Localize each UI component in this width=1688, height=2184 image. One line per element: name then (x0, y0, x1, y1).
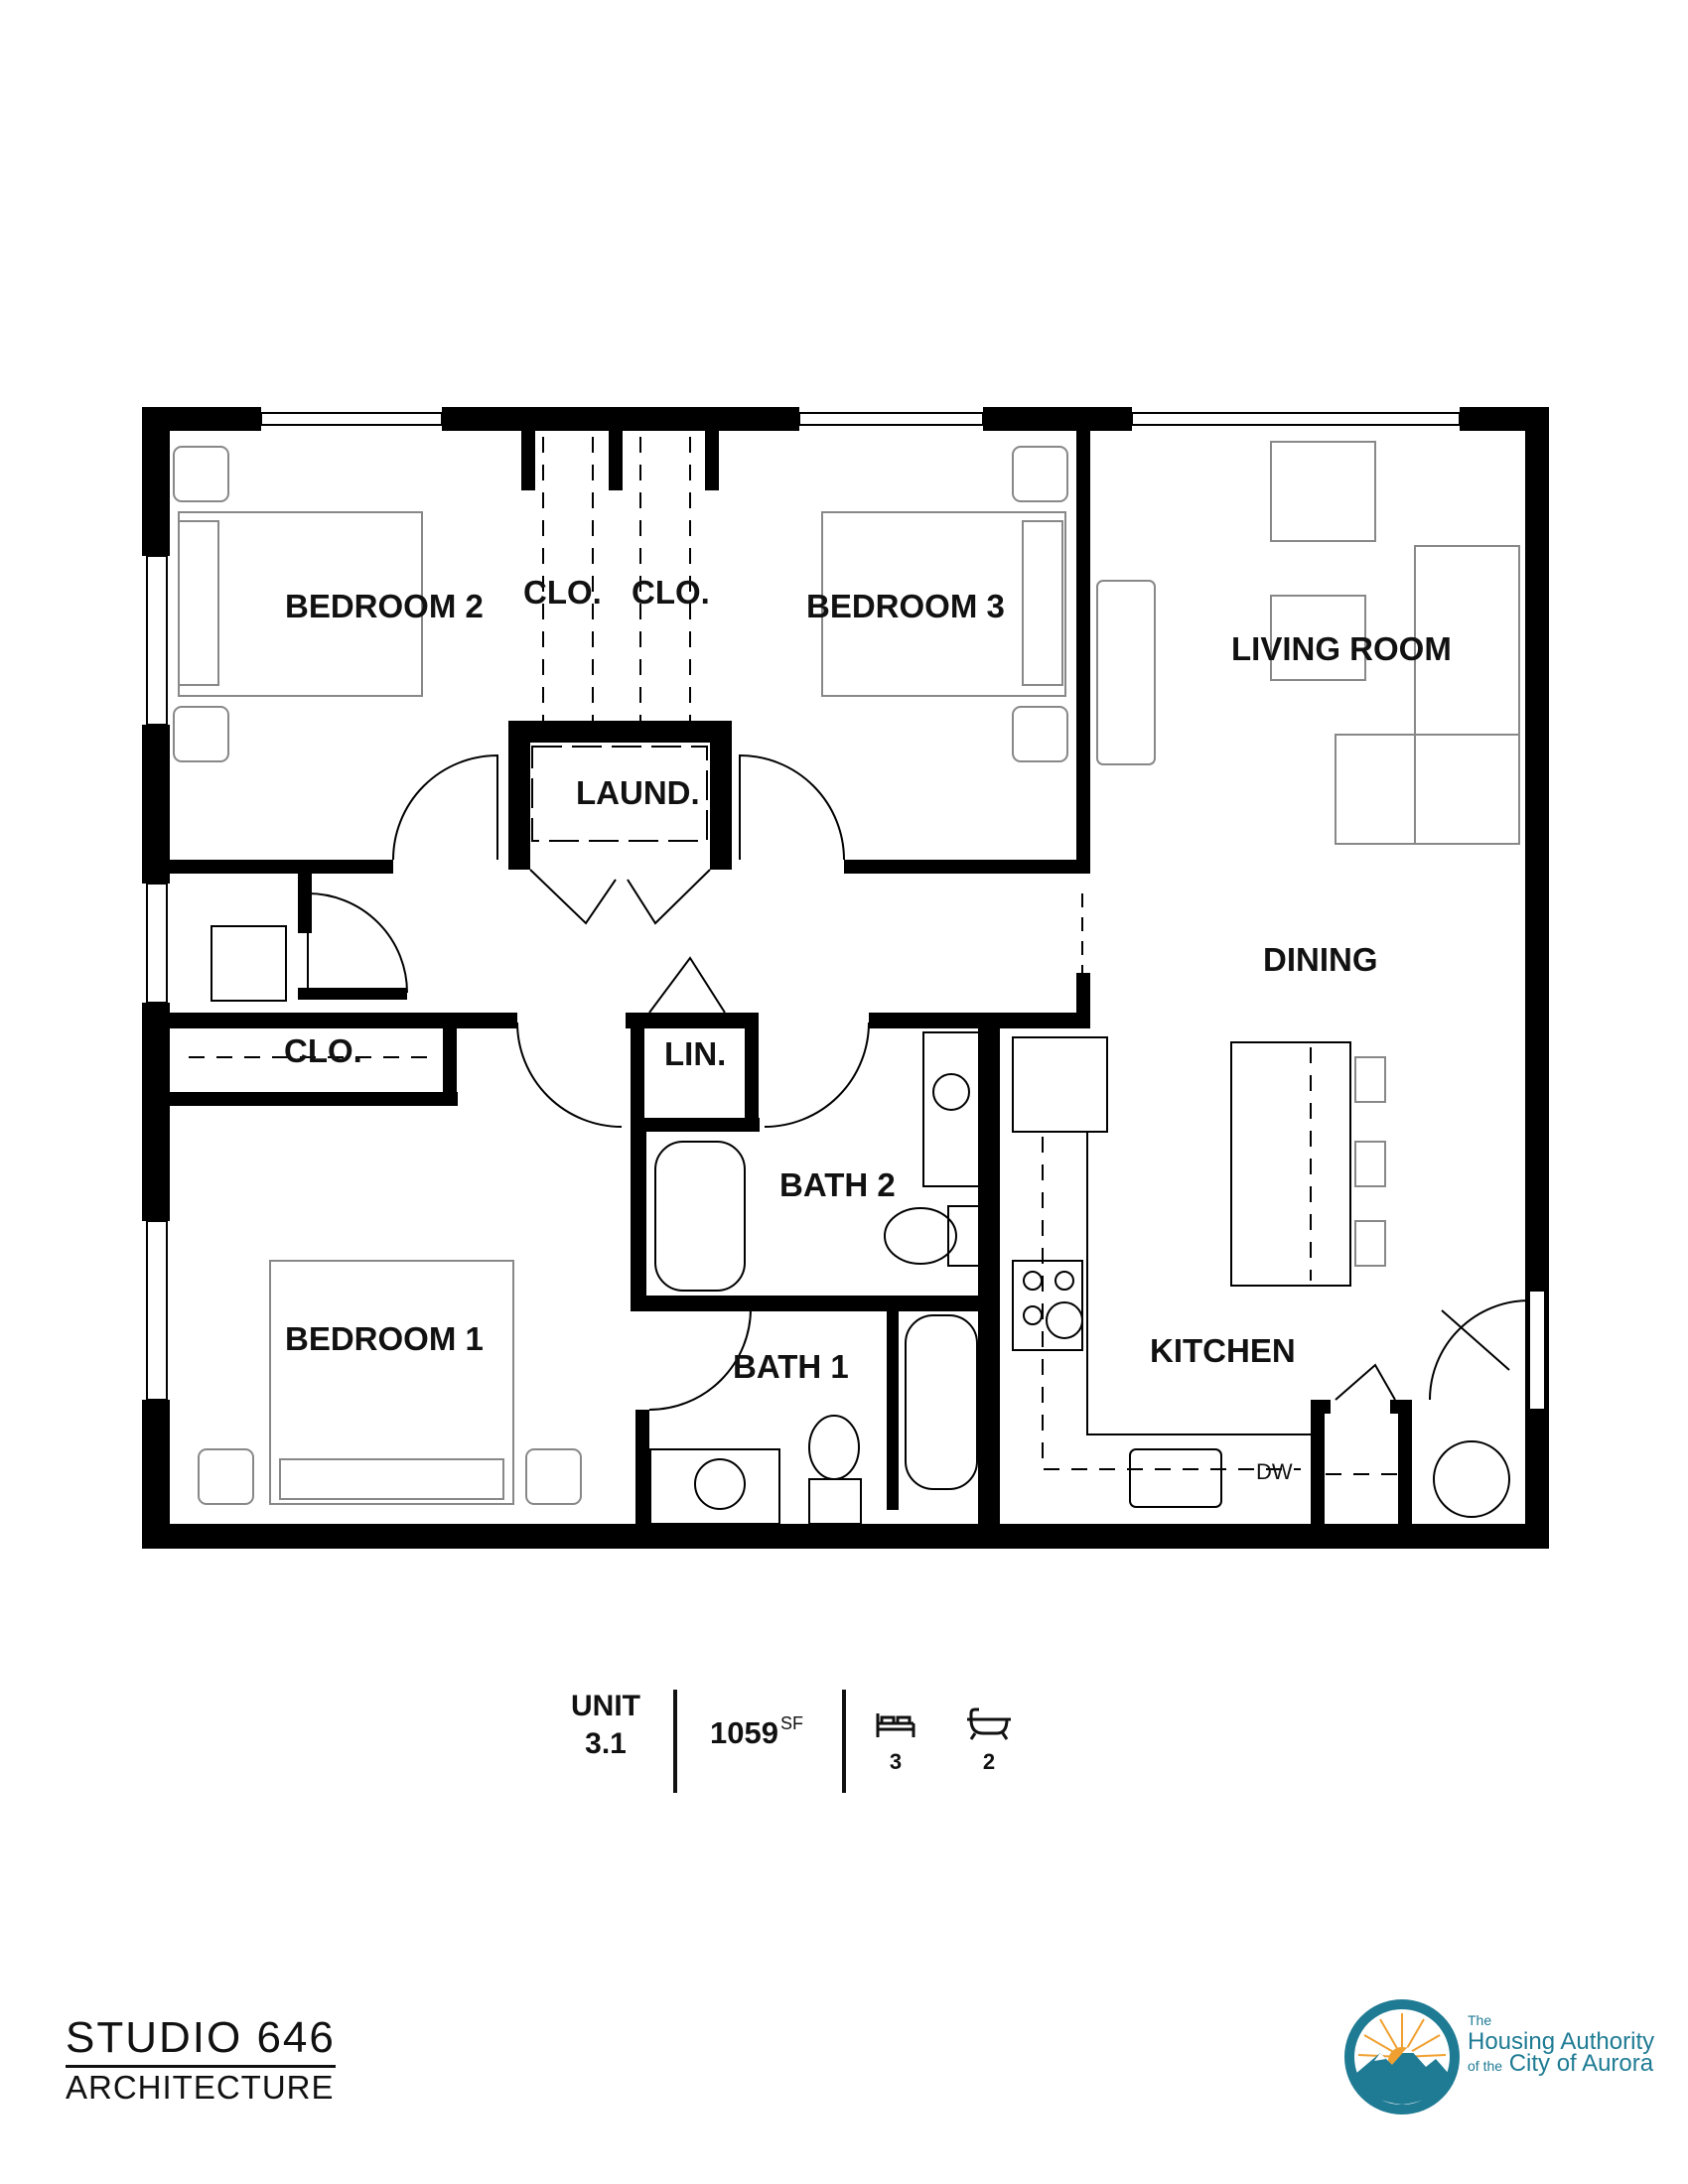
label-dishwasher: DW (1256, 1459, 1293, 1484)
label-bath-1: BATH 1 (733, 1348, 849, 1385)
housing-authority-text: The Housing Authority of the City of Aur… (1468, 2009, 1654, 2077)
label-dining: DINING (1263, 941, 1378, 978)
label-bedroom-3: BEDROOM 3 (806, 588, 1005, 624)
windows (146, 412, 1546, 1411)
label-living-room: LIVING ROOM (1231, 630, 1452, 667)
ha-line-2: City of Aurora (1508, 2050, 1654, 2077)
closet-doors (189, 437, 708, 1103)
interior-walls (170, 431, 1412, 1549)
label-linen: LIN. (664, 1035, 726, 1072)
ha-of-the: of the (1468, 2058, 1503, 2074)
divider (842, 1690, 846, 1793)
unit-label: UNIT (571, 1690, 640, 1722)
housing-authority-logo: The Housing Authority of the City of Aur… (1340, 1995, 1668, 2124)
label-closet-c: CLO. (284, 1032, 362, 1069)
divider (673, 1690, 677, 1793)
label-bath-2: BATH 2 (779, 1166, 896, 1203)
doors (307, 753, 1530, 1411)
studio-name: STUDIO 646 (66, 2015, 336, 2068)
label-laundry: LAUND. (576, 774, 700, 811)
unit-id: UNIT 3.1 (556, 1688, 655, 1763)
ha-line-1: Housing Authority (1468, 2028, 1655, 2055)
label-closet-a: CLO. (523, 574, 602, 611)
room-labels: BEDROOM 2 CLO. CLO. BEDROOM 3 LIVING ROO… (284, 574, 1452, 1484)
label-kitchen: KITCHEN (1150, 1332, 1296, 1369)
area-unit: SF (779, 1713, 803, 1733)
bed-icon (876, 1713, 915, 1737)
furniture (173, 441, 1520, 1525)
bedroom-count: 3 (889, 1749, 903, 1774)
label-closet-b: CLO. (632, 574, 710, 611)
bathroom-count: 2 (982, 1749, 996, 1774)
label-bedroom-2: BEDROOM 2 (285, 588, 484, 624)
unit-number: 3.1 (585, 1727, 627, 1760)
studio-646-logo: STUDIO 646 ARCHITECTURE (66, 2015, 336, 2108)
sun-mountain-emblem (1344, 1999, 1460, 2115)
bathtub-icon (967, 1707, 1011, 1740)
studio-subtitle: ARCHITECTURE (66, 2069, 335, 2106)
ha-the: The (1468, 2012, 1492, 2028)
label-bedroom-1: BEDROOM 1 (285, 1320, 484, 1357)
